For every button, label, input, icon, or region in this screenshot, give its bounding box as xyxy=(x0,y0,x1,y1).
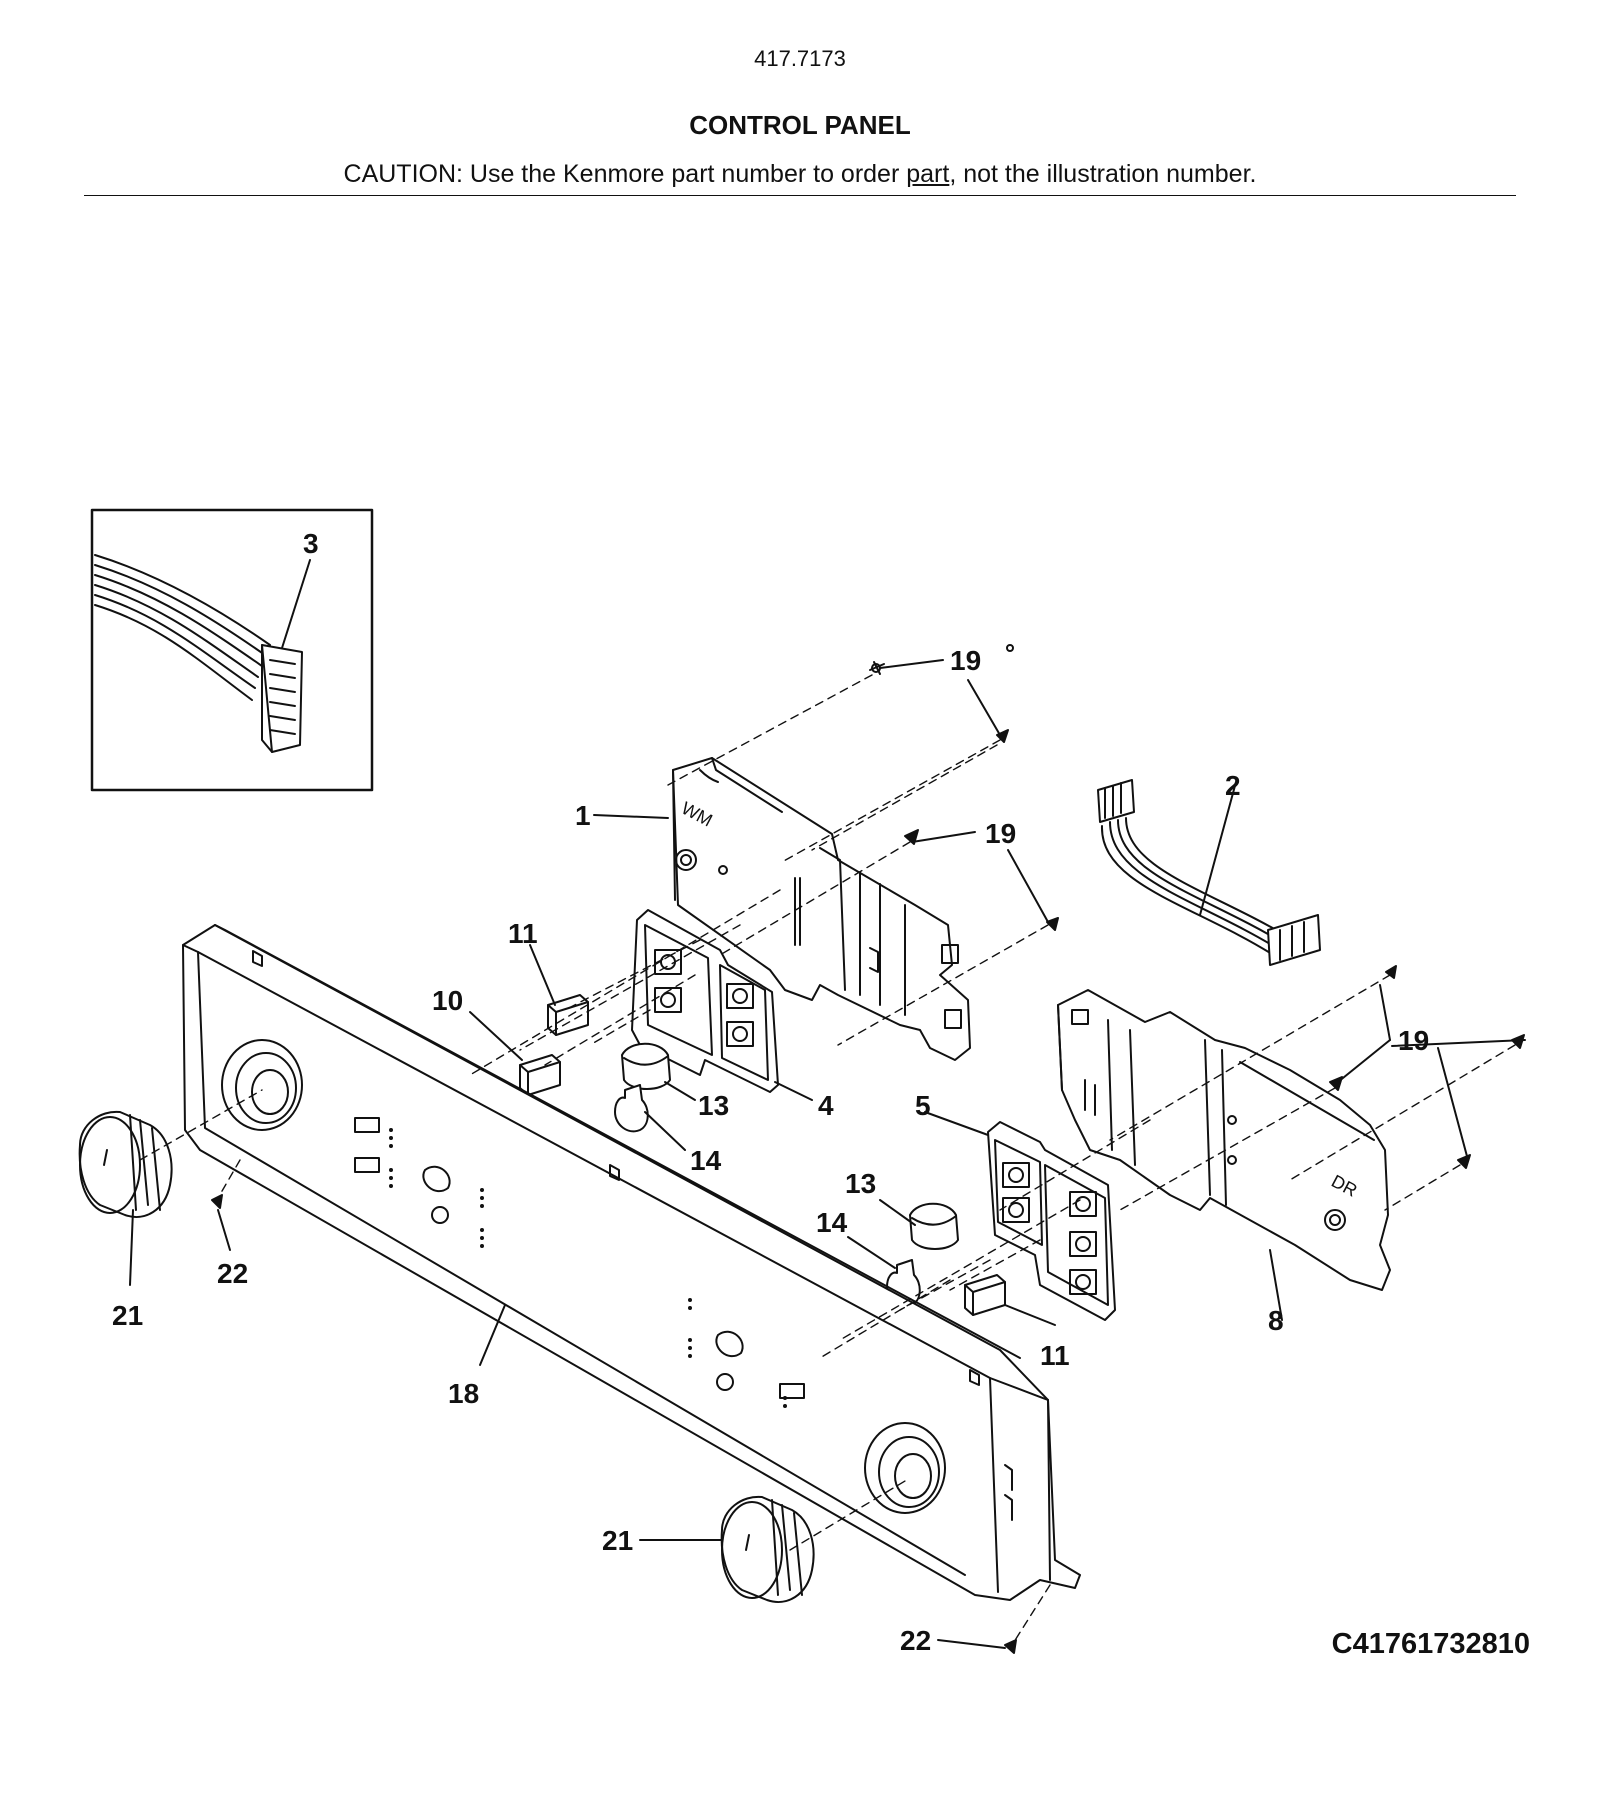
callout-8: 8 xyxy=(1268,1305,1284,1336)
inset-connector-detail xyxy=(90,508,374,792)
control-board-wm xyxy=(672,757,971,1061)
callout-3: 3 xyxy=(303,528,319,559)
knob-right xyxy=(720,1495,815,1603)
callout-22-right: 22 xyxy=(900,1625,931,1656)
wire-harness-2 xyxy=(1097,779,1321,966)
model-number: 417.7173 xyxy=(754,46,846,71)
page-title: CONTROL PANEL xyxy=(689,110,911,140)
callout-14-upper: 14 xyxy=(690,1145,722,1176)
callout-19-right: 19 xyxy=(1398,1025,1429,1056)
caution-prefix: CAUTION: Use the Kenmore part number to … xyxy=(343,160,907,188)
callout-11-upper: 11 xyxy=(508,918,538,949)
callout-2: 2 xyxy=(1225,770,1241,801)
console-indicator-dots xyxy=(389,1128,787,1408)
callout-14-lower: 14 xyxy=(816,1207,848,1238)
caution-link-part[interactable]: part xyxy=(906,160,950,188)
callout-21-left: 21 xyxy=(112,1300,143,1331)
callout-1: 1 xyxy=(575,800,591,831)
callout-19-mid: 19 xyxy=(985,818,1016,849)
keypad-frame-5 xyxy=(987,1121,1116,1321)
caution-suffix: , not the illustration number. xyxy=(949,160,1257,188)
caution-text: CAUTION: Use the Kenmore part number to … xyxy=(0,160,1600,189)
leader-lines xyxy=(129,559,1526,1649)
header-divider xyxy=(84,195,1516,196)
callout-4: 4 xyxy=(818,1090,834,1121)
callout-11-lower: 11 xyxy=(1040,1340,1070,1371)
callout-10: 10 xyxy=(432,985,463,1016)
callout-5: 5 xyxy=(915,1090,931,1121)
callout-13-upper: 13 xyxy=(698,1090,729,1121)
console-panel-18 xyxy=(182,924,1081,1601)
callout-22-left: 22 xyxy=(217,1258,248,1289)
callout-19-top: 19 xyxy=(950,645,981,676)
assembly-lines xyxy=(139,674,1516,1646)
callout-13-lower: 13 xyxy=(845,1168,876,1199)
knob-left xyxy=(78,1110,173,1218)
callout-18: 18 xyxy=(448,1378,479,1409)
control-board-dr xyxy=(1057,989,1391,1291)
callout-21-right: 21 xyxy=(602,1525,633,1556)
diagram-code: C41761732810 xyxy=(1331,1628,1530,1660)
